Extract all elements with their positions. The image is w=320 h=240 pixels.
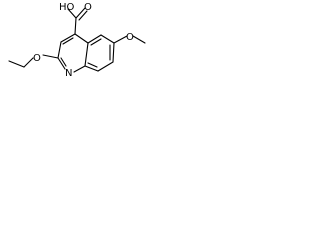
bond-c6-c7 [112,42,115,63]
chemical-structure-diagram: HO O O N O [8,2,146,79]
carbonyl-oxygen-label: O [84,2,92,13]
bond-c8a-c4a [84,42,89,67]
bond-c8-c8a [84,65,99,72]
bond-c4-c3 [60,33,76,43]
carboxyl-hydroxyl-label: HO [59,2,75,13]
bond-c3-c2 [57,41,62,59]
methoxy-oxygen-label: O [126,32,134,43]
ethoxy-oxygen-label: O [33,53,41,64]
bond-oxygen-ch3 [132,35,146,44]
bond-c2-oxygen [42,54,59,59]
bond-c7-c8 [97,61,114,72]
bond-cooh-carbonyl [75,7,86,19]
bond-oxygen-ch2 [23,57,34,68]
atom-label-group: HO O O N O [33,2,134,79]
bond-cooh-hydroxyl [67,8,77,19]
bond-c2-n1-double [60,57,67,67]
bond-c4-cooh [74,17,77,35]
bond-group [8,7,146,73]
ring-nitrogen-label: N [65,68,72,79]
bond-n1-c8a [73,65,86,73]
bond-cooh-carbonyl-double [78,10,88,21]
bond-c4a-c5-double [90,38,102,46]
bond-c4a-c4 [74,33,89,44]
bond-c4-c3-double [62,37,74,45]
bond-c6-oxygen [113,35,128,44]
bond-c8-c8a-double [87,62,98,68]
bond-c2-n1 [57,57,66,70]
bond-c5-c6 [100,34,115,44]
bond-ch2-ch3 [8,60,25,68]
bond-c4a-c5 [87,34,102,44]
